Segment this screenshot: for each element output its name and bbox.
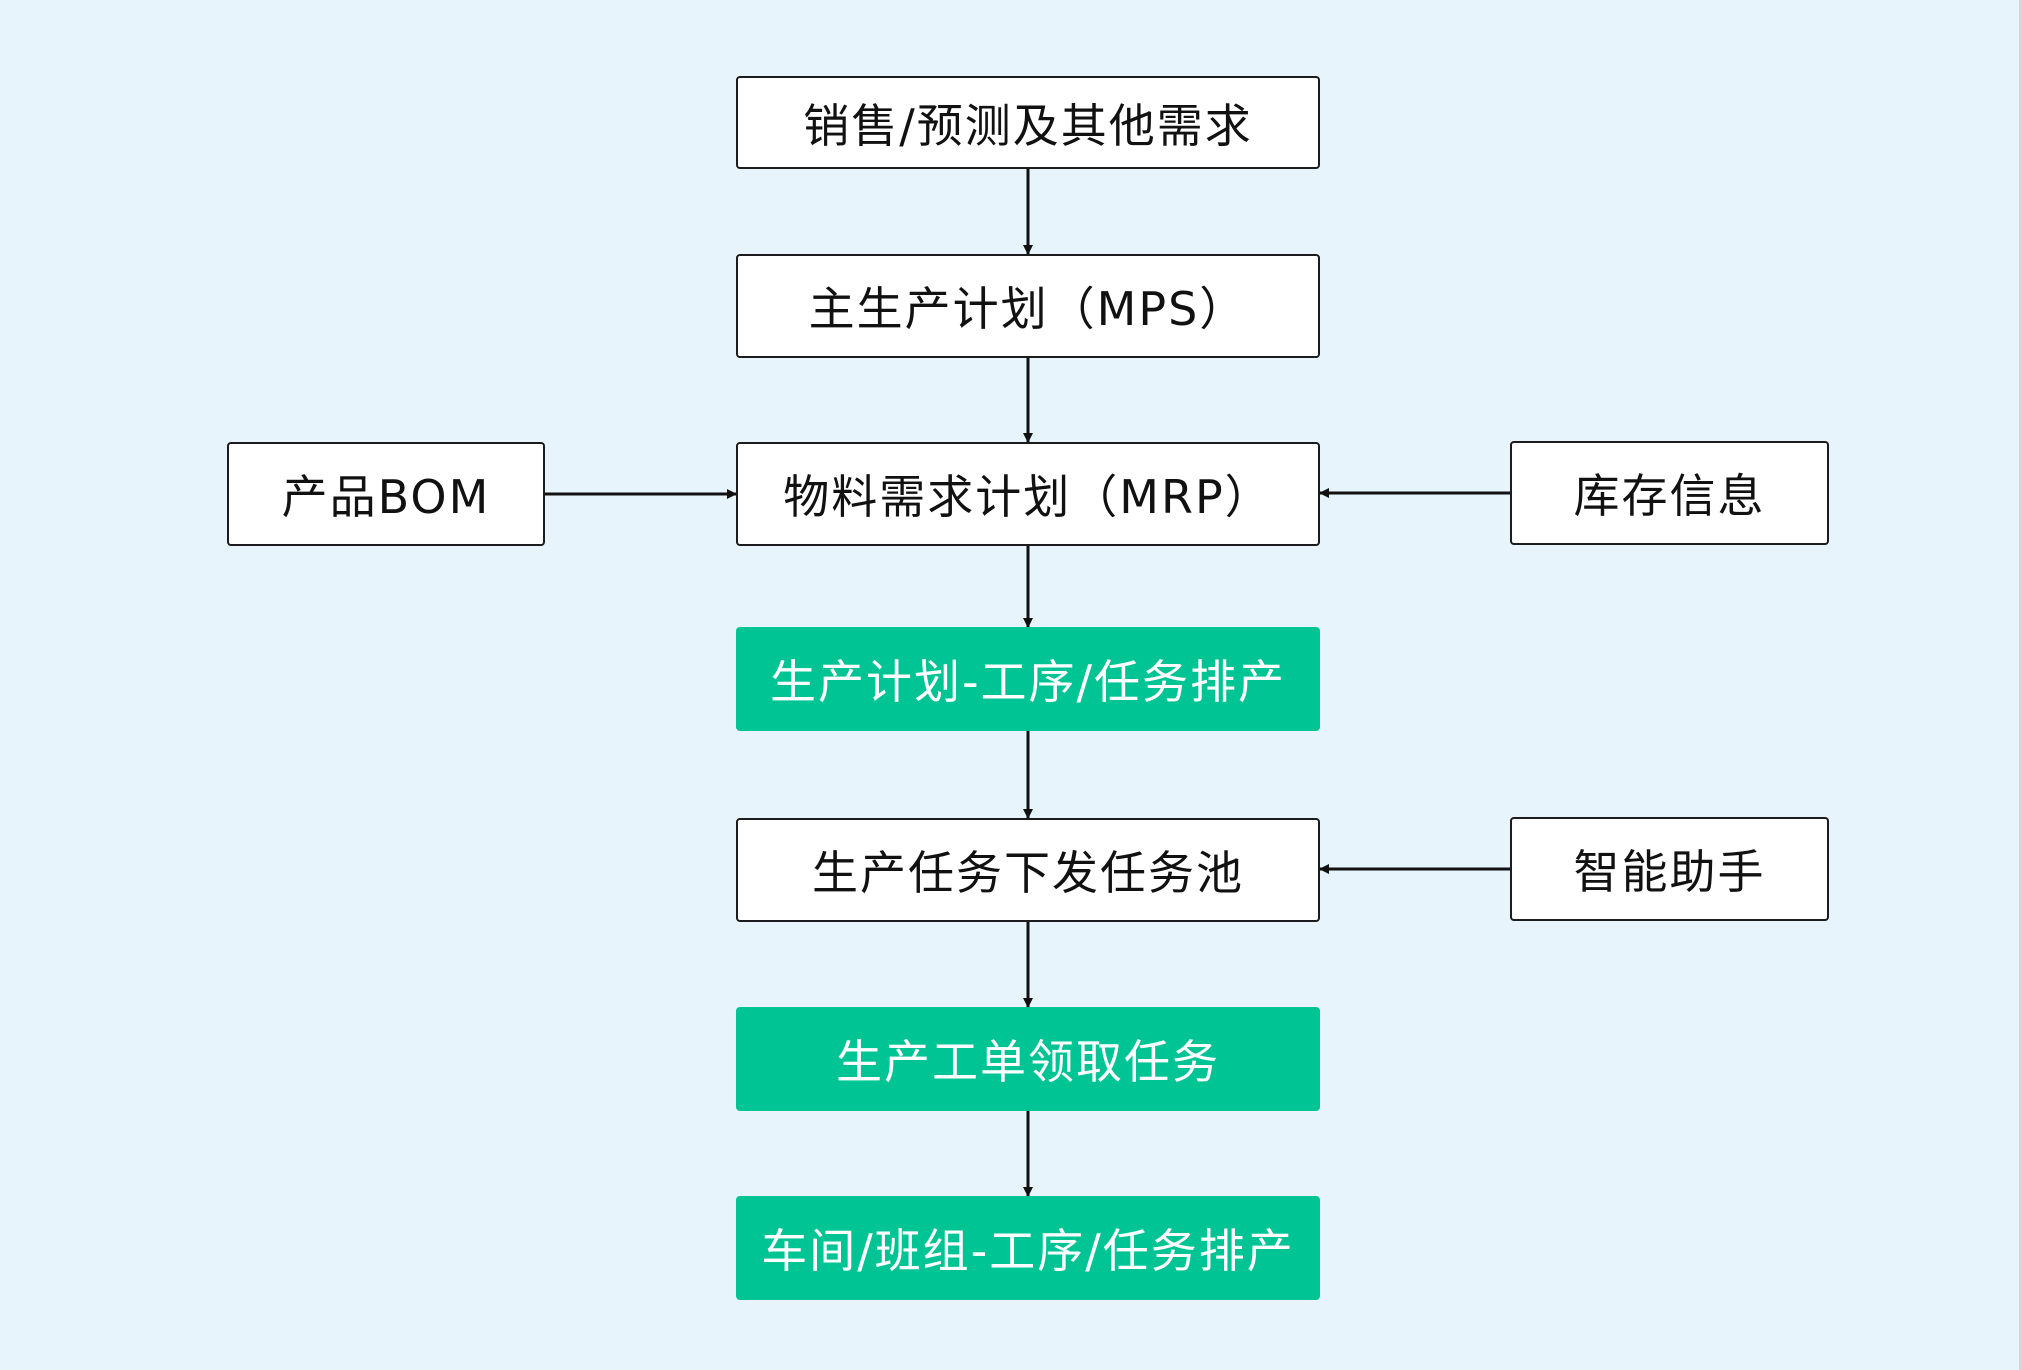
node-smart-assistant-label: 智能助手 (1573, 845, 1766, 899)
node-sales-forecast-label: 销售/预测及其他需求 (803, 98, 1253, 153)
node-product-bom-label: 产品BOM (281, 470, 491, 524)
right-edge-divider (2019, 0, 2022, 1370)
node-inventory-info: 库存信息 (1510, 441, 1829, 545)
node-work-order-label: 生产工单领取任务 (836, 1035, 1220, 1089)
node-process-scheduling-label: 生产计划-工序/任务排产 (769, 655, 1287, 709)
node-mps-label: 主生产计划（MPS） (808, 282, 1248, 336)
node-inventory-label: 库存信息 (1573, 469, 1766, 523)
node-task-pool-label: 生产任务下发任务池 (812, 846, 1244, 900)
node-process-scheduling: 生产计划-工序/任务排产 (736, 627, 1320, 731)
node-work-order: 生产工单领取任务 (736, 1007, 1320, 1111)
node-master-production-schedule: 主生产计划（MPS） (736, 254, 1320, 358)
node-product-bom: 产品BOM (227, 442, 545, 546)
node-material-requirements-planning: 物料需求计划（MRP） (736, 442, 1320, 546)
node-smart-assistant: 智能助手 (1510, 817, 1829, 921)
node-mrp-label: 物料需求计划（MRP） (783, 470, 1273, 524)
node-workshop-scheduling: 车间/班组-工序/任务排产 (736, 1196, 1320, 1300)
node-workshop-scheduling-label: 车间/班组-工序/任务排产 (761, 1224, 1295, 1278)
node-sales-forecast: 销售/预测及其他需求 (736, 76, 1320, 169)
node-task-pool: 生产任务下发任务池 (736, 818, 1320, 922)
